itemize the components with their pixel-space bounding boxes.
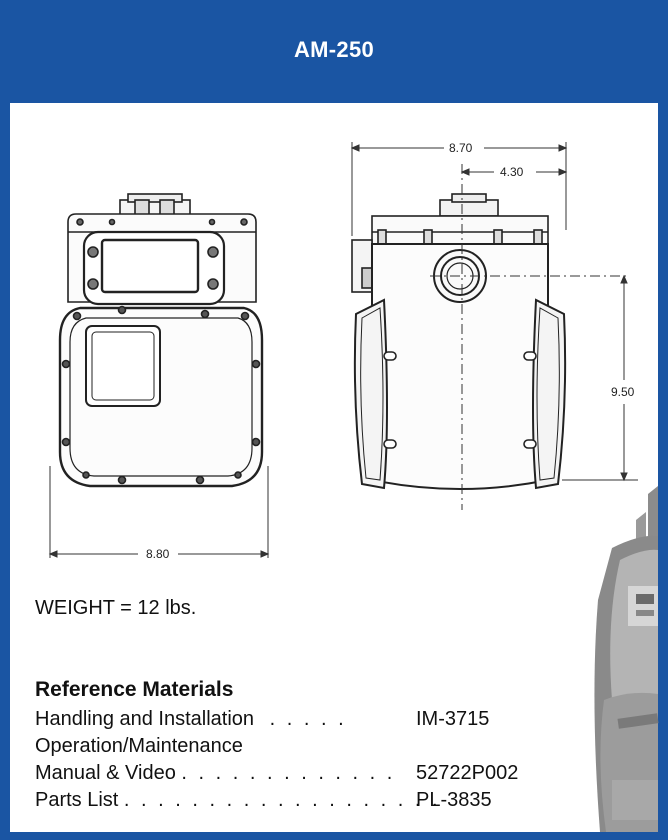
front-view-drawing bbox=[58, 193, 264, 488]
meter-photo bbox=[594, 486, 659, 832]
reference-row: Manual & Video . . . . . . . . . . . . .… bbox=[35, 762, 518, 785]
leader-dots: . . . . . . . . . . . . . bbox=[181, 762, 396, 784]
reference-row: Handling and Installation . . . . . IM-3… bbox=[35, 708, 489, 731]
front-width-dimension bbox=[48, 466, 270, 558]
height-dimension bbox=[562, 274, 638, 482]
reference-label: Operation/Maintenance bbox=[35, 735, 243, 757]
side-half-dimension bbox=[460, 168, 568, 176]
side-view-drawing bbox=[351, 193, 567, 490]
header-band: AM-250 bbox=[0, 0, 668, 103]
leader-dots: . . . . . . . . . . . . . . . . . . . bbox=[123, 789, 441, 811]
page-title: AM-250 bbox=[293, 36, 375, 62]
reference-code: 52722P002 bbox=[416, 762, 519, 784]
side-half-label: 4.30 bbox=[500, 165, 524, 179]
reference-title: Reference Materials bbox=[35, 678, 234, 701]
reference-code: PL-3835 bbox=[416, 789, 492, 811]
reference-code: IM-3715 bbox=[416, 708, 490, 730]
reference-label: Manual & Video bbox=[35, 762, 176, 784]
side-width-label: 8.70 bbox=[449, 141, 473, 155]
weight-text: WEIGHT = 12 lbs. bbox=[35, 597, 197, 619]
reference-label: Handling and Installation bbox=[35, 708, 255, 730]
reference-row: Operation/Maintenance bbox=[35, 735, 243, 758]
reference-row: Parts List . . . . . . . . . . . . . . .… bbox=[35, 789, 492, 812]
front-width-label: 8.80 bbox=[146, 547, 170, 561]
leader-dots: . . . . . bbox=[269, 708, 347, 730]
height-label: 9.50 bbox=[611, 385, 635, 399]
side-width-dimension bbox=[350, 142, 568, 236]
reference-label: Parts List bbox=[35, 789, 119, 811]
